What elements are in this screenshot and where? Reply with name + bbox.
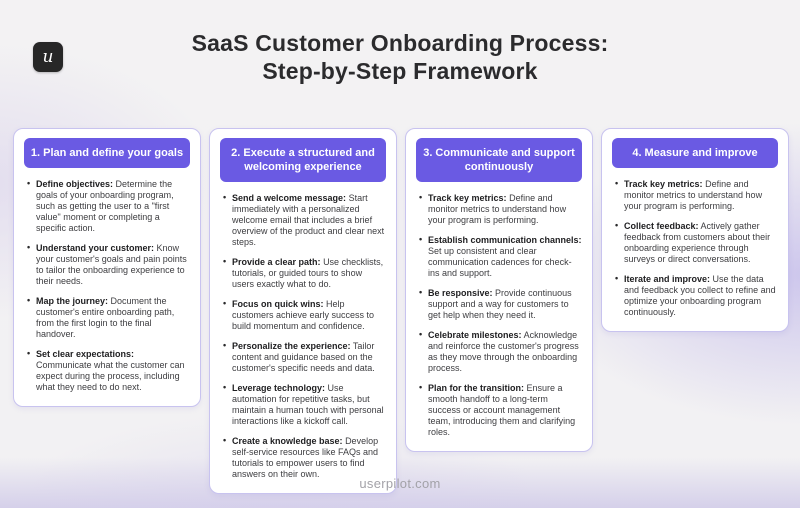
footer-url: userpilot.com (359, 476, 441, 491)
page-title: SaaS Customer Onboarding Process: Step-b… (0, 29, 800, 85)
list-item-text: Know your customer's goals and pain poin… (36, 243, 187, 286)
list-item-lead: Create a knowledge base: (232, 436, 343, 446)
list-item-lead: Celebrate milestones: (428, 330, 522, 340)
list-item-text: Tailor content and guidance based on the… (232, 341, 375, 373)
step-card-list: Track key metrics: Define and monitor me… (416, 192, 582, 438)
list-item: Leverage technology: Use automation for … (222, 382, 386, 427)
list-item-text: Use automation for repetitive tasks, but… (232, 383, 384, 426)
list-item: Map the journey: Document the customer's… (26, 295, 190, 340)
cards-row: 1. Plan and define your goals Define obj… (13, 128, 789, 494)
step-card-header: 2. Execute a structured and welcoming ex… (220, 138, 386, 182)
list-item: Celebrate milestones: Acknowledge and re… (418, 329, 582, 374)
list-item-text: Help customers achieve early success to … (232, 299, 375, 331)
step-card: 4. Measure and improve Track key metrics… (601, 128, 789, 332)
list-item-lead: Track key metrics: (428, 193, 507, 203)
list-item-text: Document the customer's entire onboardin… (36, 296, 175, 339)
list-item-lead: Provide a clear path: (232, 257, 321, 267)
step-card-list: Define objectives: Determine the goals o… (24, 178, 190, 393)
list-item-text: Use checklists, tutorials, or guided tou… (232, 257, 384, 289)
list-item: Track key metrics: Define and monitor me… (614, 178, 778, 212)
list-item-text: Define and monitor metrics to understand… (624, 179, 763, 211)
step-card-header: 4. Measure and improve (612, 138, 778, 168)
list-item-lead: Leverage technology: (232, 383, 326, 393)
list-item-text: Determine the goals of your onboarding p… (36, 179, 174, 233)
list-item-lead: Iterate and improve: (624, 274, 711, 284)
list-item-lead: Send a welcome message: (232, 193, 347, 203)
userpilot-logo-icon: u (33, 42, 63, 72)
list-item: Plan for the transition: Ensure a smooth… (418, 382, 582, 438)
step-card-list: Track key metrics: Define and monitor me… (612, 178, 778, 318)
list-item-text: Use the data and feedback you collect to… (624, 274, 776, 317)
step-card: 3. Communicate and support continuously … (405, 128, 593, 452)
list-item-lead: Define objectives: (36, 179, 114, 189)
list-item: Track key metrics: Define and monitor me… (418, 192, 582, 226)
step-card-header: 3. Communicate and support continuously (416, 138, 582, 182)
step-card: 2. Execute a structured and welcoming ex… (209, 128, 397, 494)
step-card: 1. Plan and define your goals Define obj… (13, 128, 201, 407)
list-item-lead: Collect feedback: (624, 221, 699, 231)
page-title-line1: SaaS Customer Onboarding Process: (191, 30, 609, 56)
list-item: Iterate and improve: Use the data and fe… (614, 273, 778, 318)
list-item-text: Start immediately with a personalized we… (232, 193, 385, 247)
list-item: Establish communication channels: Set up… (418, 234, 582, 279)
list-item: Provide a clear path: Use checklists, tu… (222, 256, 386, 290)
list-item-lead: Establish communication channels: (428, 235, 582, 245)
list-item-text: Acknowledge and reinforce the customer's… (428, 330, 579, 373)
step-card-header: 1. Plan and define your goals (24, 138, 190, 168)
list-item: Collect feedback: Actively gather feedba… (614, 220, 778, 265)
list-item: Create a knowledge base: Develop self-se… (222, 435, 386, 480)
list-item: Understand your customer: Know your cust… (26, 242, 190, 287)
step-card-list: Send a welcome message: Start immediatel… (220, 192, 386, 480)
list-item: Set clear expectations: Communicate what… (26, 348, 190, 393)
list-item: Define objectives: Determine the goals o… (26, 178, 190, 234)
list-item-text: Communicate what the customer can expect… (36, 360, 185, 392)
list-item: Focus on quick wins: Help customers achi… (222, 298, 386, 332)
list-item-lead: Be responsive: (428, 288, 493, 298)
list-item-text: Define and monitor metrics to understand… (428, 193, 567, 225)
list-item: Send a welcome message: Start immediatel… (222, 192, 386, 248)
list-item-lead: Map the journey: (36, 296, 109, 306)
list-item-text: Actively gather feedback from customers … (624, 221, 771, 264)
list-item-lead: Personalize the experience: (232, 341, 351, 351)
list-item-text: Provide continuous support and a way for… (428, 288, 572, 320)
list-item: Be responsive: Provide continuous suppor… (418, 287, 582, 321)
list-item-lead: Understand your customer: (36, 243, 155, 253)
list-item-text: Develop self-service resources like FAQs… (232, 436, 379, 479)
list-item-text: Set up consistent and clear communicatio… (428, 246, 572, 278)
list-item-lead: Track key metrics: (624, 179, 703, 189)
page-title-line2: Step-by-Step Framework (262, 58, 538, 84)
list-item-lead: Plan for the transition: (428, 383, 525, 393)
list-item-lead: Set clear expectations: (36, 349, 135, 359)
list-item-text: Ensure a smooth handoff to a long-term s… (428, 383, 576, 437)
list-item: Personalize the experience: Tailor conte… (222, 340, 386, 374)
list-item-lead: Focus on quick wins: (232, 299, 324, 309)
